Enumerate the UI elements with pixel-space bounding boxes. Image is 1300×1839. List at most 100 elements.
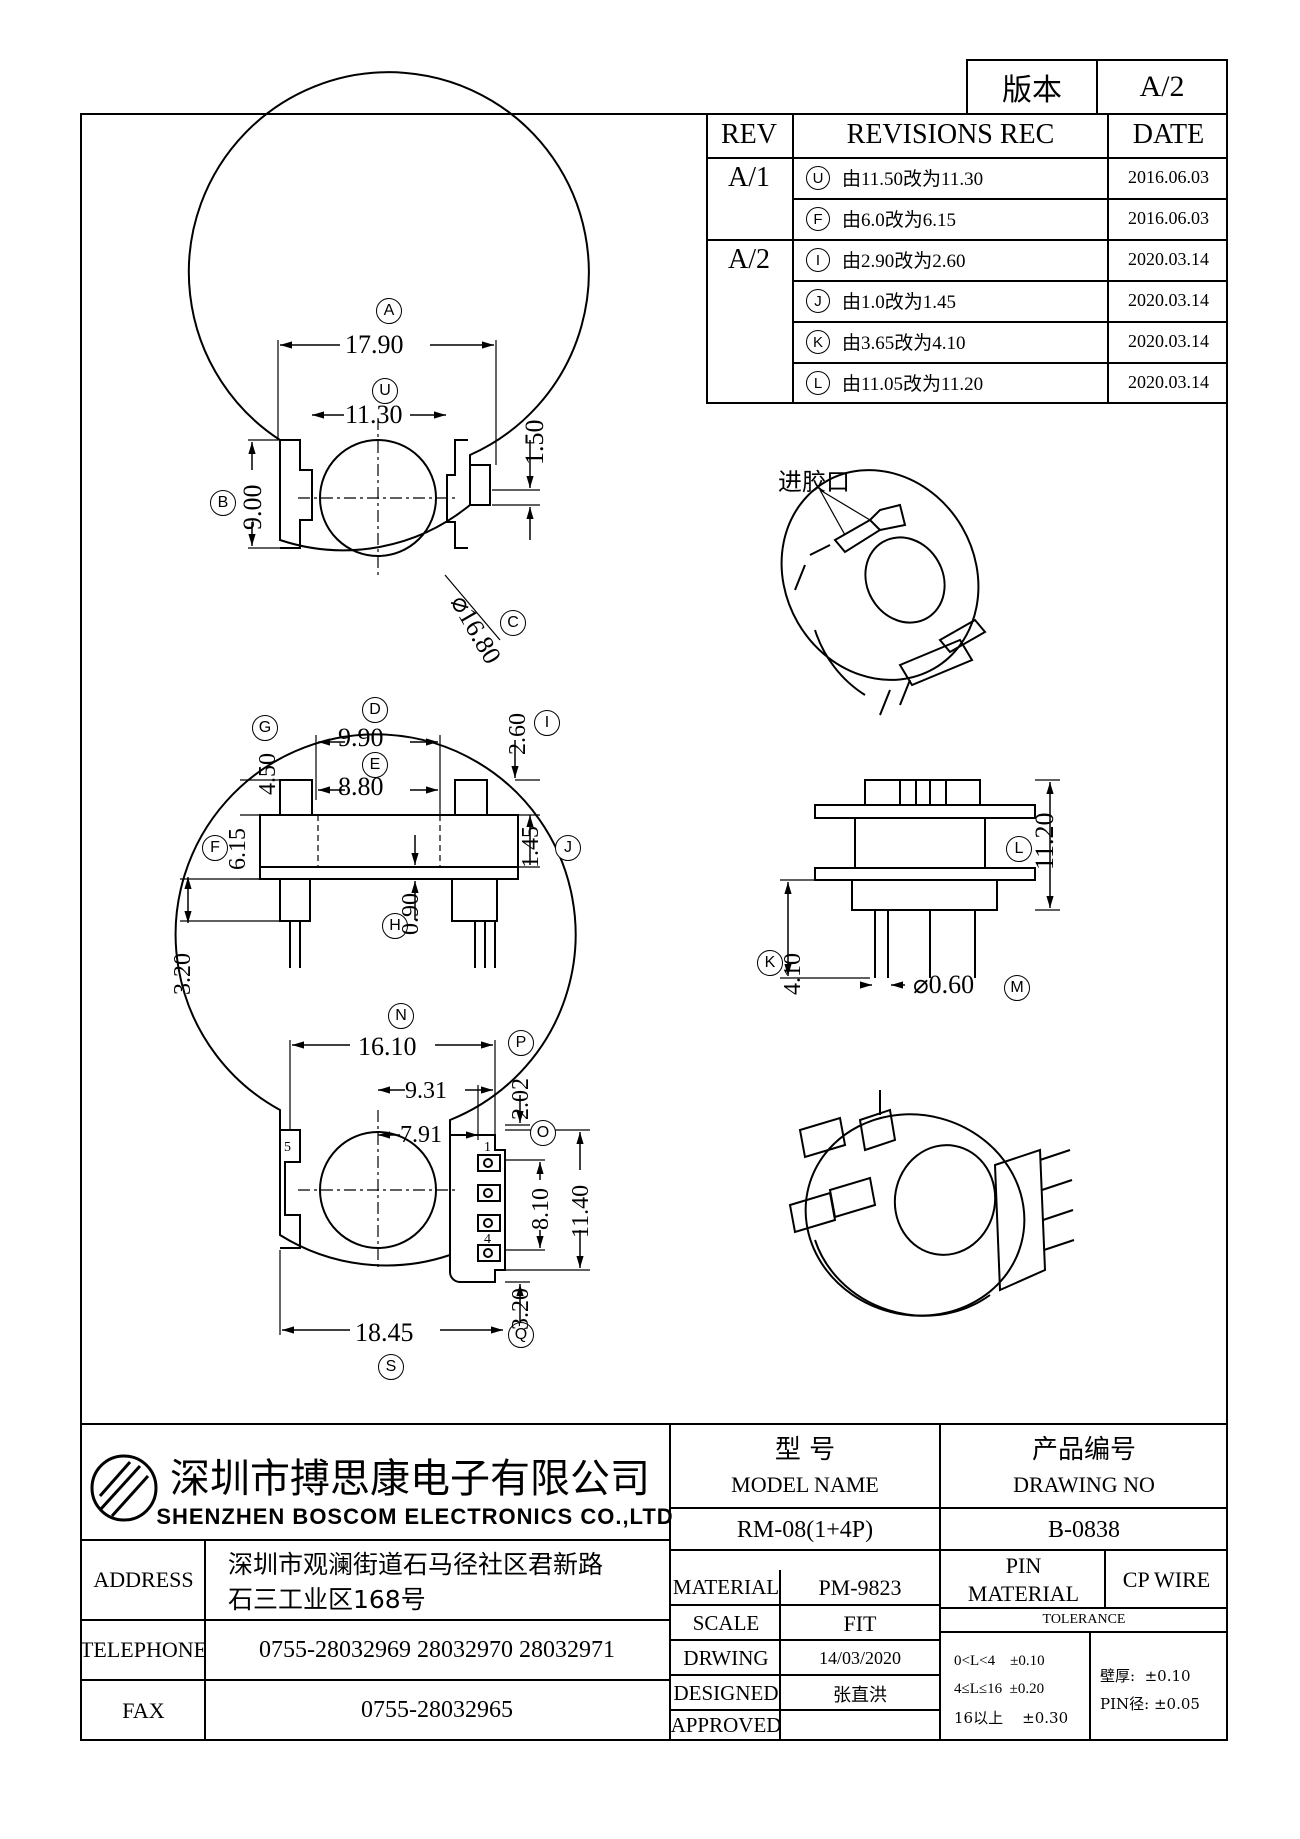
dimension-marker-icon: K [757, 950, 783, 976]
telephone-label: TELEPHONE [79, 1637, 208, 1662]
dim-slot: 1.50 [520, 419, 549, 466]
dim-9-31: 9.31 [405, 1078, 447, 1104]
dim-O: 11.40 [568, 1184, 594, 1238]
address-line-2: 石三工业区168号 [228, 1585, 426, 1614]
revision-date: 2016.06.03 [1128, 208, 1209, 228]
bottom-view [174, 733, 577, 1283]
revisions-table [706, 113, 1228, 404]
dimension-marker-icon: A [376, 298, 402, 324]
dim-H: 0.90 [398, 893, 424, 935]
drawing-no-value: B-0838 [1048, 1516, 1120, 1543]
dim-S: 18.45 [355, 1318, 414, 1347]
drwing-label: DRWING [683, 1646, 769, 1670]
drawing-no-cn: 产品编号 [1031, 1434, 1136, 1465]
iso-view-pins [788, 1090, 1075, 1317]
pin-number-4: 4 [484, 1232, 491, 1247]
dimension-marker-icon: O [530, 1120, 556, 1146]
company-name-en: SHENZHEN BOSCOM ELECTRONICS CO.,LTD [156, 1504, 674, 1529]
dim-E: 8.80 [338, 772, 384, 801]
drawing-frame [80, 113, 1228, 1741]
dimension-marker-icon: I [534, 710, 560, 736]
dimension-marker-icon: Q [508, 1322, 534, 1348]
revision-date: 2020.03.14 [1128, 331, 1209, 351]
revision-marker-icon: U [806, 166, 830, 190]
rev-header-divider [706, 157, 1228, 159]
dim-G: 4.50 [255, 753, 281, 795]
address-label: ADDRESS [93, 1567, 194, 1592]
revision-text: 由11.50改为11.30 [842, 169, 984, 190]
dim-I: 2.60 [505, 713, 531, 755]
company-name-cn: 深圳市搏思康电子有限公司 [170, 1456, 650, 1502]
rev-code: A/2 [728, 243, 770, 275]
revision-marker-icon: L [806, 371, 830, 395]
rev-row-divider [792, 362, 1228, 364]
revision-date: 2020.03.14 [1128, 372, 1209, 392]
company-logo [90, 1454, 158, 1522]
version-value: A/2 [1139, 70, 1185, 103]
dim-8-10: 8.10 [528, 1188, 554, 1230]
dimension-marker-icon: C [500, 610, 526, 636]
fax-value: 0755-28032965 [361, 1697, 513, 1723]
revision-marker-icon: J [806, 289, 830, 313]
revision-text: 由3.65改为4.10 [842, 333, 966, 354]
dimension-marker-icon: D [362, 697, 388, 723]
pin-material-label-2: MATERIAL [967, 1581, 1080, 1606]
dim-J: 1.45 [518, 826, 544, 868]
dim-D: 9.90 [338, 723, 384, 752]
pin-number-5: 5 [284, 1140, 291, 1155]
revision-text: 由11.05改为11.20 [842, 374, 984, 395]
address-line-1: 深圳市观澜街道石马径社区君新路 [228, 1550, 604, 1579]
material-value: PM-9823 [818, 1574, 902, 1600]
dimension-marker-icon: U [372, 378, 398, 404]
dim-N: 16.10 [358, 1032, 417, 1061]
dimension-marker-icon: F [202, 835, 228, 861]
rev-header: REV [721, 119, 777, 150]
dim-Q: 3.20 [508, 1288, 534, 1330]
pin-diameter-tolerance: PIN径: ±0.05 [1100, 1694, 1200, 1713]
rev-row-divider [792, 198, 1228, 200]
gate-label: 进胶口 [778, 468, 850, 496]
revision-date: 2016.06.03 [1128, 167, 1209, 187]
side-view [259, 779, 519, 968]
revisions-rec-header: REVISIONS REC [846, 119, 1055, 150]
dimension-marker-icon: S [378, 1354, 404, 1380]
material-label: MATERIAL [672, 1575, 780, 1599]
approved-label: APPROVED [670, 1713, 782, 1737]
designed-label: DESIGNED [673, 1681, 779, 1705]
revision-date: 2020.03.14 [1128, 290, 1209, 310]
dimension-marker-icon: B [210, 490, 236, 516]
drawing-no-en: DRAWING NO [1013, 1472, 1155, 1497]
pin-number-1: 1 [484, 1140, 491, 1155]
dim-L: 11.20 [1030, 812, 1059, 870]
rev-code: A/1 [728, 161, 770, 193]
date-col-divider [1107, 113, 1109, 404]
pin-material-label-1: PIN [1005, 1553, 1042, 1578]
rev-row-divider [792, 321, 1228, 323]
tolerance-row-3: 16以上 ±0.30 [954, 1708, 1069, 1727]
revision-text: 由6.0改为6.15 [842, 210, 957, 231]
model-name-value: RM-08(1+4P) [736, 1516, 874, 1543]
dimension-marker-icon: L [1006, 836, 1032, 862]
revision-date: 2020.03.14 [1128, 249, 1209, 269]
revision-marker-icon: I [806, 248, 830, 272]
drwing-value: 14/03/2020 [818, 1648, 901, 1668]
telephone-value: 0755-28032969 28032970 28032971 [259, 1636, 615, 1663]
dimension-marker-icon: M [1004, 975, 1030, 1001]
wall-tolerance: 壁厚: ±0.10 [1100, 1666, 1191, 1685]
model-name-cn: 型 号 [774, 1434, 836, 1465]
fax-label: FAX [122, 1697, 165, 1723]
revision-text: 由2.90改为2.60 [842, 251, 966, 272]
iso-view-gate [780, 469, 987, 716]
model-name-en: MODEL NAME [731, 1472, 879, 1497]
dim-B: 9.00 [238, 484, 267, 531]
version-label: 版本 [1002, 74, 1062, 107]
designed-value: 张直洪 [833, 1684, 887, 1706]
dim-7-91: 7.91 [400, 1122, 442, 1148]
rev-row-divider [706, 239, 1228, 241]
dim-P: 2.02 [508, 1078, 534, 1120]
date-header: DATE [1132, 119, 1205, 150]
dimension-marker-icon: J [555, 835, 581, 861]
scale-value: FIT [843, 1610, 877, 1636]
tolerance-row-2: 4≤L≤16 ±0.20 [954, 1680, 1045, 1697]
